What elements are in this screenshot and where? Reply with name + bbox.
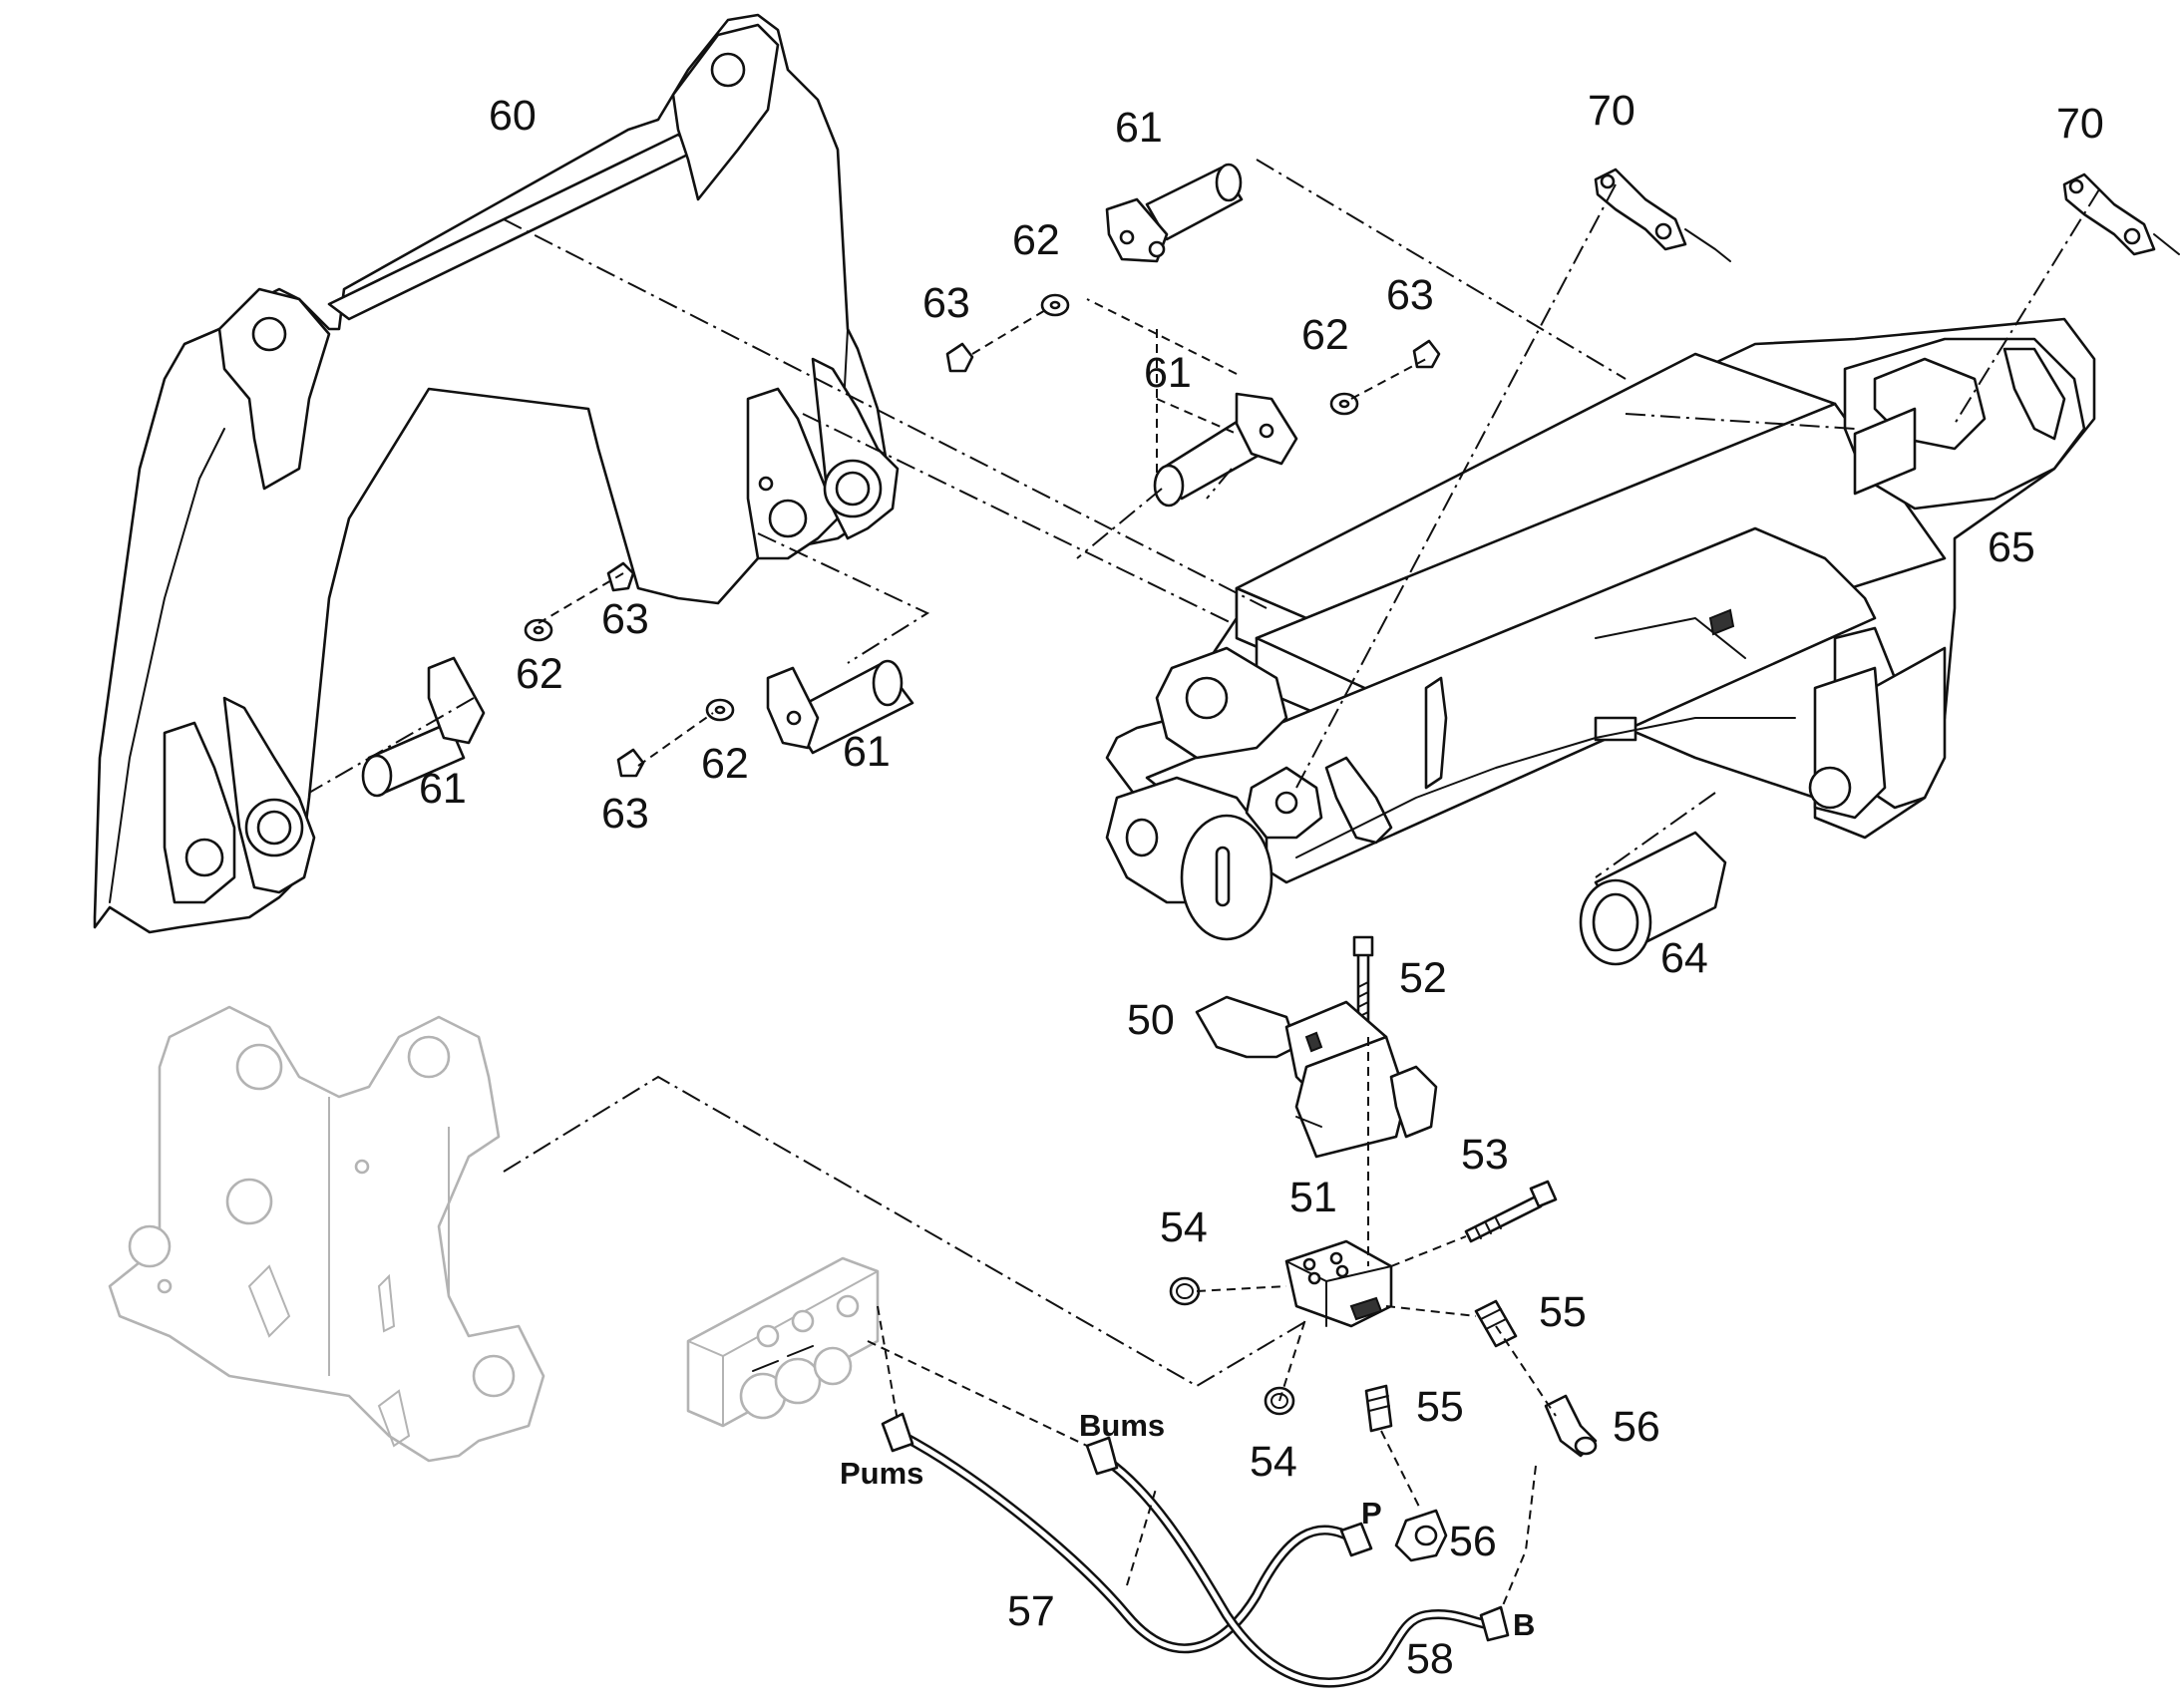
- part-55-fitting-left: [1364, 1384, 1393, 1433]
- callout-61-left: 61: [419, 765, 467, 813]
- callout-64: 64: [1660, 934, 1708, 982]
- part-50-valve-actuator: [1195, 995, 1438, 1159]
- part-70-clip-right: [2062, 172, 2180, 256]
- callout-70-right: 70: [2056, 100, 2104, 148]
- callout-56-lower: 56: [1449, 1518, 1497, 1565]
- callout-53: 53: [1461, 1131, 1509, 1179]
- port-label-b: B: [1513, 1607, 1535, 1642]
- callout-63-top: 63: [922, 279, 970, 327]
- port-label-bums: Bums: [1079, 1408, 1165, 1443]
- part-55-fitting-right: [1474, 1299, 1518, 1348]
- part-54-plug-upper: [1169, 1276, 1201, 1306]
- callout-52: 52: [1399, 954, 1447, 1002]
- callout-60: 60: [489, 92, 537, 140]
- leader-lines: [308, 159, 2100, 1611]
- callout-51: 51: [1289, 1174, 1337, 1221]
- part-56-elbow-upper: [1544, 1394, 1598, 1458]
- callout-61-mid: 61: [1144, 349, 1192, 397]
- ghost-attachment-bracket: [108, 1005, 545, 1463]
- callout-55-left: 55: [1416, 1383, 1464, 1431]
- part-64-bushing: [1579, 831, 1727, 966]
- callout-63-lower: 63: [601, 790, 649, 838]
- part-61-pin-lower-mid: [766, 659, 914, 755]
- part-56-elbow-lower: [1394, 1509, 1448, 1562]
- callout-62-lower: 62: [701, 740, 749, 788]
- callout-62-mid: 62: [1301, 311, 1349, 359]
- callout-61-lower: 61: [843, 728, 891, 776]
- callout-56-right: 56: [1613, 1403, 1660, 1451]
- part-62-washer-mid: [1329, 392, 1359, 416]
- callout-63-mid: 63: [1386, 271, 1434, 319]
- callout-55-right: 55: [1539, 1288, 1587, 1336]
- callout-62-left: 62: [516, 650, 563, 698]
- part-63-bolt-mid: [1412, 339, 1441, 369]
- callout-54-lower: 54: [1250, 1438, 1297, 1486]
- part-61-pin-mid: [1153, 392, 1298, 508]
- callout-57: 57: [1007, 1587, 1055, 1635]
- part-61-pin-upper: [1105, 163, 1244, 263]
- callout-65: 65: [1988, 523, 2035, 571]
- port-label-p: P: [1361, 1496, 1382, 1531]
- callout-54-upper: 54: [1160, 1203, 1208, 1251]
- callout-62-top: 62: [1012, 216, 1060, 264]
- port-labels: Bums Pums P B: [840, 1408, 1535, 1642]
- part-63-bolt-lower-left: [606, 561, 635, 592]
- part-61-pin-lower-left: [361, 656, 486, 798]
- part-51-valve-block: [1284, 1239, 1393, 1328]
- part-62-washer-lower-left: [524, 618, 553, 642]
- part-53-bolt: [1464, 1180, 1558, 1243]
- part-63-bolt-lower-mid: [616, 748, 645, 778]
- part-62-washer-upper: [1040, 293, 1070, 317]
- hose-58: [1085, 1436, 1510, 1688]
- part-70-clip-left: [1594, 168, 1731, 262]
- callout-50: 50: [1127, 996, 1175, 1044]
- callout-63-left: 63: [601, 595, 649, 643]
- callout-labels: 60 61 62 63 61 62 63 70 70 65 63 62 61 6…: [419, 87, 2104, 1683]
- hose-57: [881, 1412, 1373, 1654]
- port-label-pums: Pums: [840, 1456, 923, 1491]
- part-65-coupler-body: [1105, 317, 2096, 941]
- part-63-bolt-upper: [945, 342, 974, 373]
- part-60-coupler-frame: [93, 13, 900, 934]
- part-62-washer-lower-mid: [705, 698, 735, 722]
- callout-61-top: 61: [1115, 104, 1163, 152]
- callout-70-left: 70: [1588, 87, 1635, 135]
- callout-58: 58: [1406, 1635, 1454, 1683]
- distributor-block: [686, 1256, 880, 1428]
